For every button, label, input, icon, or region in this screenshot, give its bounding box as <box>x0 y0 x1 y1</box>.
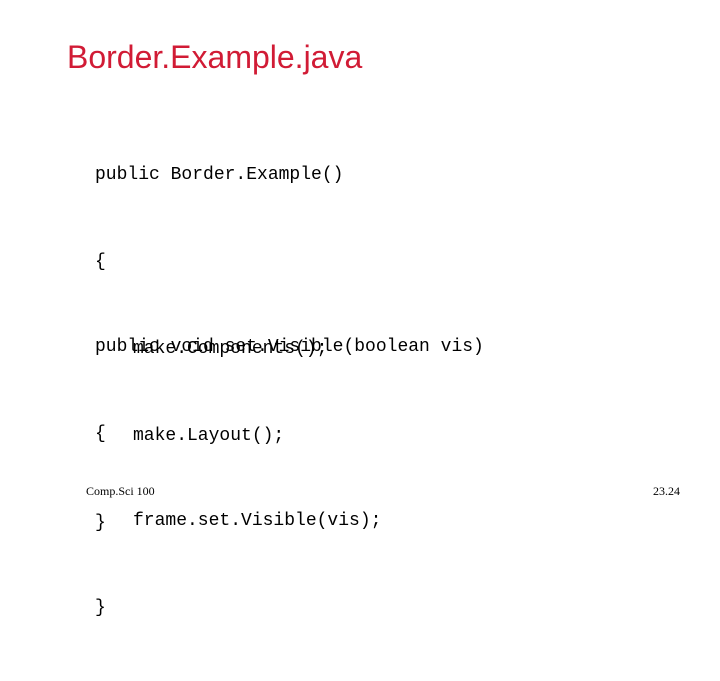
code-line: make.Components(); <box>133 339 328 359</box>
code-line: { <box>95 424 106 444</box>
slide-title: Border.Example.java <box>67 39 363 75</box>
code-line: public Border.Example() <box>95 165 344 185</box>
set-visible-code-block: public void set.Visible(boolean vis) { f… <box>95 275 484 681</box>
slide: Border.Example.java public Border.Exampl… <box>67 39 680 618</box>
code-line: { <box>95 252 106 272</box>
code-line: public void set.Visible(boolean vis) <box>95 337 484 357</box>
code-line: frame.set.Visible(vis); <box>133 511 382 531</box>
slide-number: 23.24 <box>653 484 680 498</box>
course-footer: Comp.Sci 100 <box>86 484 155 498</box>
code-line: } <box>95 513 106 533</box>
constructor-code-block: public Border.Example() { make.Component… <box>95 103 343 596</box>
code-line: } <box>95 598 106 618</box>
code-line: make.Layout(); <box>133 426 285 446</box>
